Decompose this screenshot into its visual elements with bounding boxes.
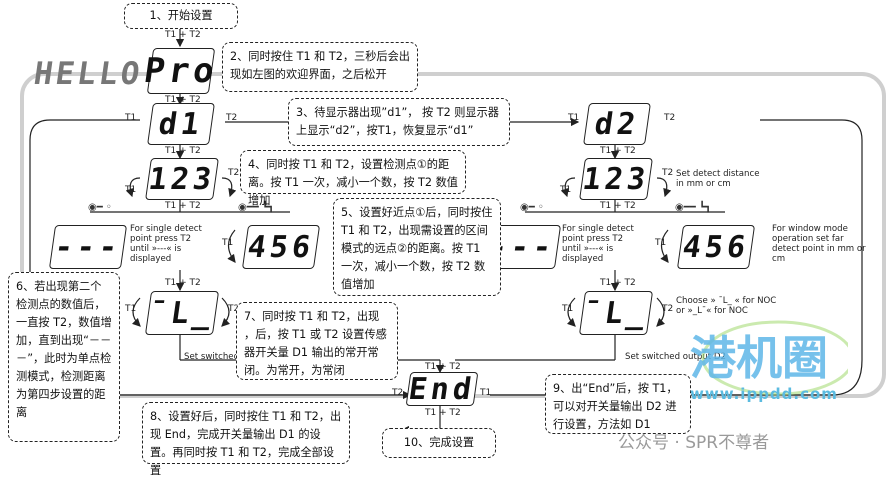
note-step-1: 1、开始设置: [124, 3, 238, 29]
note-step-10: 10、完成设置: [382, 428, 496, 458]
label-t1t2-8: T1 + T2: [600, 278, 636, 288]
sensor-far-icon: ◉━━ ┗┓: [238, 202, 274, 213]
label-t1t2-4: T1 + T2: [165, 201, 201, 211]
note-step-9: 9、出“End”后，按 T1，可以对开关量输出 D2 进行设置，方法如 D1: [545, 374, 691, 434]
label-t1-b: T1: [568, 113, 580, 123]
label-t1-h: T1: [562, 304, 574, 314]
display-pro: Pro: [141, 48, 221, 94]
label-t1t2-6: T1 + T2: [600, 146, 636, 156]
watermark-logo-icon: 港机圈: [690, 320, 848, 396]
label-t2-d: T2: [662, 168, 674, 178]
note-step-4: 4、同时按 T1 和 T2，设置检测点①的距离。按 T1 一次，减小一个数，按 …: [240, 150, 466, 207]
label-t1t2-3: T1 + T2: [165, 146, 201, 156]
label-t2-c: T2: [228, 168, 240, 178]
label-t1-c: T1: [125, 185, 137, 195]
label-t2-end: T2: [392, 388, 404, 398]
label-t2-b: T2: [664, 113, 676, 123]
text-window-mode: For window mode operation set far detect…: [772, 224, 866, 264]
text-single-left: For single detect point press T2 until »…: [130, 224, 202, 264]
text-set-detect: Set detect distance in mm or cm: [676, 169, 760, 189]
display-end: End: [405, 371, 479, 407]
note-step-2: 2、同时按住 T1 和 T2，三秒后会出现如左图的欢迎界面，之后松开: [222, 42, 418, 92]
display-456-left: 456: [241, 225, 321, 269]
sensor-near-icon-right: ◉━ ◦: [520, 202, 544, 213]
display-dash-left: ---: [48, 225, 128, 269]
note-step-5: 5、设置好近点①后，同时按住 T1 和 T2，出现需设置的区间模式的远点②的距离…: [333, 198, 501, 296]
hello-display: HELLO: [31, 56, 145, 92]
watermark-wechat: 公众号 · SPR不尊者: [618, 433, 770, 453]
note-step-7: 7、同时按 T1 和 T2，出现 ，后，按 T1 或 T2 设置传感器开关量 D…: [236, 302, 398, 380]
sensor-far-icon-right: ◉━━ ┗┓: [675, 202, 711, 213]
label-t1t2-1: T1 + T2: [165, 30, 201, 40]
display-tl-left: ¯L_: [144, 291, 220, 335]
label-t1-end: T1: [480, 388, 492, 398]
note-step-3: 3、待显示器出现”d1”， 按 T2 则显示器上显示“d2”，按T1，恢复显示“…: [288, 98, 510, 146]
display-123-left: 123: [145, 158, 219, 200]
note-step-8: 8、设置好后，同时按住 T1 和 T2，出现 End，完成开关量输出 D1 的设…: [142, 402, 350, 477]
label-t1t2-2: T1 + T2: [165, 95, 201, 105]
label-t1t2-5: T1 + T2: [165, 278, 201, 288]
text-set-switched-left: Set switched: [184, 352, 240, 362]
label-t1t2-10: T1 + T2: [425, 408, 461, 418]
note-step-6: 6、若出现第二个检测点的数值后，一直按 T2，数值增加，直到出现“－－－”，此时…: [8, 272, 120, 442]
label-t1t2-9: T1 + T2: [425, 362, 461, 372]
label-t1-a: T1: [125, 113, 137, 123]
watermark-url: www.ippdd.com: [690, 385, 838, 403]
label-t2-h: T2: [662, 304, 674, 314]
label-t1-f: T1: [655, 238, 667, 248]
label-t1-g: T1: [125, 304, 137, 314]
sensor-near-icon: ◉━ ◦: [88, 202, 112, 213]
label-t2-a: T2: [226, 113, 238, 123]
text-single-right: For single detect point press T2 until »…: [562, 224, 634, 264]
display-d1: d1: [147, 103, 215, 145]
label-t1-e: T1: [222, 238, 234, 248]
display-123-right: 123: [579, 158, 653, 200]
display-d2: d2: [583, 103, 651, 145]
display-tl-right: ¯L_: [578, 291, 654, 335]
label-t2-g: T2: [228, 304, 240, 314]
text-set-switched-right: Set switched output D2: [625, 352, 726, 362]
display-456-right: 456: [676, 225, 756, 269]
label-t1-d: T1: [560, 185, 572, 195]
label-t1t2-7: T1 + T2: [600, 201, 636, 211]
watermark-logo-text: 港机圈: [690, 331, 828, 385]
text-choose: Choose » ¯L_ « for NOC or »_L¯« for NOC: [676, 296, 777, 316]
